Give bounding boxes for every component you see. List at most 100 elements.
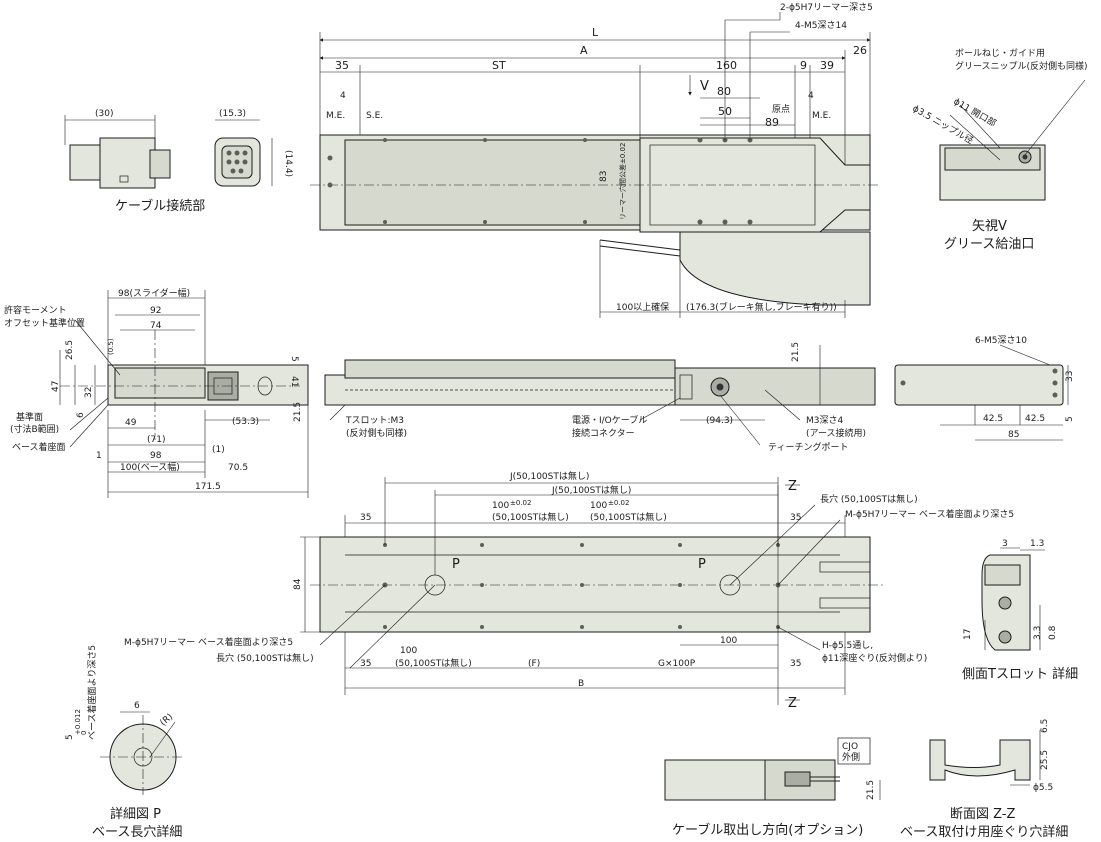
p-depth-note: ベース着座面より深さ5 (86, 645, 98, 740)
hole-label2: ϕ11深座ぐり(反対側より) (822, 652, 927, 664)
end-view-right: 6-M5深さ10 33 5 42.5 42.5 85 (894, 335, 1075, 441)
dim-15-3: (15.3) (219, 109, 246, 119)
dim-41: 41 (289, 376, 299, 387)
zz-dim-5-5: ϕ5.5 (1033, 783, 1053, 793)
view-v-title1: 矢視V (972, 219, 1007, 234)
side-view: Tスロット:M3 (反対側も同様) 電源・I/Oケーブル 接続コネクター (94… (324, 342, 876, 453)
dim-9: 9 (800, 59, 807, 72)
dim-92: 92 (150, 306, 161, 316)
dim-14-4: (14.4) (283, 150, 293, 177)
dim-171-5: 171.5 (195, 482, 221, 492)
dim-100-min: 100以上確保 (616, 301, 669, 313)
dim-1b: 1 (96, 451, 102, 461)
dim-80: 80 (717, 85, 731, 98)
open-label: ϕ11 開口部 (952, 95, 999, 129)
allow-moment1: 許容モーメント (4, 304, 67, 316)
dim-71: (71) (147, 435, 165, 445)
dim-B: B (578, 679, 584, 689)
view-v-title2: グリース給油口 (944, 237, 1034, 252)
dim-42-5b: 42.5 (1025, 414, 1045, 424)
opt-dim-21-5: 21.5 (866, 780, 876, 800)
front-end-view: 98(スライダー幅) 92 74 許容モーメント オフセット基準位置 (0.5)… (4, 287, 309, 498)
label-ream: 2-ϕ5H7リーマー深さ5 (780, 2, 873, 13)
label-me1: M.E. (326, 111, 345, 121)
dim-21-5-side: 21.5 (791, 342, 801, 362)
dim-47: 47 (51, 381, 61, 392)
dim-89: 89 (765, 116, 779, 129)
top-view: L A 26 35 ST 160 9 39 4 4 M.E. S.E. M.E.… (310, 2, 880, 318)
dim-5-end: 5 (1065, 416, 1075, 422)
dim-100a: 100 (492, 501, 509, 511)
section-z1: Z (788, 479, 797, 494)
hole-label1: H-ϕ5.5通し, (822, 640, 873, 651)
detail-p: 6 (R) 5 +0.012 0 ベース着座面より深さ5 詳細図 P ベース長穴… (65, 645, 185, 840)
dim-33: 33 (1065, 371, 1075, 382)
base-label1: 基準面 (16, 411, 43, 423)
long-hole-label: 長穴 (50,100STは無し) (820, 493, 918, 505)
dim-39: 39 (820, 59, 834, 72)
dim-G: G×100P (658, 659, 696, 669)
cable-option-view: CJO 外側 21.5 ケーブル取出し方向(オプション) (664, 737, 881, 838)
section-z2: Z (788, 696, 797, 711)
connector-label2: 接続コネクター (572, 427, 635, 439)
dim-32: 32 (84, 387, 94, 398)
dim-100-base: 100(ベース幅) (120, 461, 180, 473)
p-dim-6: 6 (134, 701, 140, 711)
dim-83: 83 (599, 171, 609, 182)
zz-title2: ベース取付け用座ぐり穴詳細 (900, 824, 1068, 840)
label-origin: 原点 (772, 104, 790, 115)
long-hole-label2: 長穴 (50,100STは無し) (216, 652, 314, 664)
p-title1: 詳細図 P (110, 806, 161, 822)
cjo-label2: 外側 (842, 751, 860, 763)
dim-26: 26 (853, 44, 867, 57)
allow-moment2: オフセット基準位置 (4, 317, 85, 329)
view-v: ボールねじ・ガイド用 グリースニップル(反対側も同様) ϕ11 開口部 ϕ3.5… (911, 48, 1088, 252)
label-se: S.E. (366, 111, 383, 121)
no-st-3: (50,100STは無し) (395, 657, 472, 669)
dim-ST: ST (492, 59, 506, 72)
dim-53-3: (53.3) (232, 417, 259, 427)
m3-label2: (アース接続用) (806, 427, 866, 439)
dim-100b: 100 (590, 501, 607, 511)
m3-label1: M3深さ4 (806, 415, 843, 426)
dim-J1: J(50,100STは無し) (509, 470, 589, 482)
dim-26-5: 26.5 (65, 340, 75, 360)
dim-5: 5 (289, 356, 299, 362)
grease-label2: グリースニップル(反対側も同様) (955, 60, 1088, 72)
dim-35a: 35 (360, 513, 371, 523)
dim-160: 160 (716, 59, 737, 72)
cable-connection-view: (30) (15.3) (14.4) ケーブル接続部 (64, 109, 293, 214)
label-me2: M.E. (812, 111, 831, 121)
tslot-dim-3-3: 3.3 (1033, 626, 1043, 640)
tslot-label2: (反対側も同様) (346, 427, 407, 439)
dim-50: 50 (718, 105, 732, 118)
dim-100d: 100 (720, 636, 737, 646)
section-zz: 6.5 25.5 ϕ5.5 断面図 Z-Z ベース取付け用座ぐり穴詳細 (900, 719, 1068, 840)
dim-85: 85 (1008, 430, 1019, 440)
dim-98: 98(スライダー幅) (118, 287, 190, 299)
no-st-2: (50,100STは無し) (590, 511, 667, 523)
tslot-dim-3: 3 (1002, 539, 1008, 549)
no-st-1: (50,100STは無し) (492, 511, 569, 523)
p-tol: +0.012 (74, 709, 82, 735)
dim-F: (F) (528, 659, 540, 669)
p-radius: (R) (159, 712, 176, 728)
dim-35c: 35 (360, 659, 371, 669)
tslot-label1: Tスロット:M3 (345, 416, 404, 426)
detail-p2: P (698, 557, 706, 572)
dim-A: A (580, 44, 588, 57)
p-title2: ベース長穴詳細 (92, 824, 182, 840)
m5-depth-label: 6-M5深さ10 (975, 335, 1027, 346)
base-label3: ベース着座面 (12, 441, 66, 453)
tslot-detail: 3 1.3 17 3.3 0.8 側面Tスロット 詳細 (962, 539, 1078, 682)
dim-0-5: (0.5) (107, 338, 115, 355)
option-title: ケーブル取出し方向(オプション) (672, 822, 863, 838)
zz-dim-25-5: 25.5 (1040, 750, 1050, 770)
dim-42-5a: 42.5 (983, 414, 1003, 424)
tslot-dim-1-3: 1.3 (1030, 539, 1044, 549)
connector-label1: 電源・I/Oケーブル (572, 414, 647, 426)
dim-176: (176.3(ブレーキ無し,ブレーキ有り)) (686, 301, 837, 313)
tslot-title: 側面Tスロット 詳細 (962, 666, 1078, 682)
dim-74: 74 (150, 321, 162, 331)
teach-port-label: ティーチングポート (768, 441, 848, 453)
